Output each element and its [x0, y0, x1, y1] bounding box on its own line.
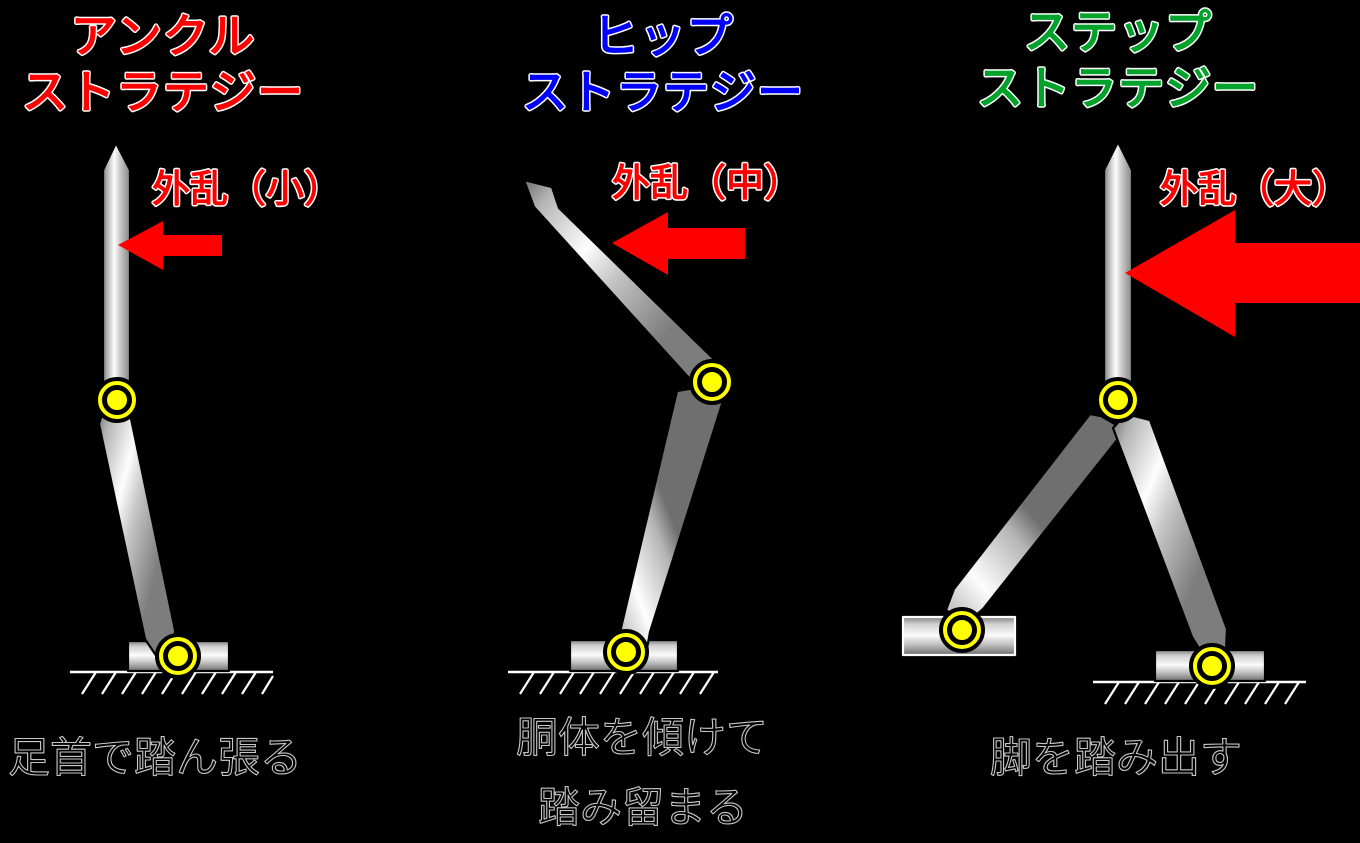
- left-arrow-icon: [118, 221, 222, 270]
- disturbance-label: 外乱（小）: [152, 167, 342, 211]
- torso-link: [522, 178, 729, 397]
- pin-joint-icon: [157, 635, 199, 677]
- shank-link: [97, 402, 178, 659]
- pin-joint-icon: [605, 631, 647, 673]
- panel-title-line: ヒップ: [593, 9, 734, 63]
- pin-joint-icon: [96, 379, 138, 421]
- stepping-leg-link: [944, 412, 1127, 626]
- left-arrow-icon: [1125, 210, 1360, 337]
- panel-caption-line: 脚を踏み出す: [990, 733, 1242, 782]
- panel-title-line: ストラテジー: [977, 61, 1259, 115]
- panel-caption-line: 踏み留まる: [538, 783, 748, 832]
- panel-title-line: ステップ: [1024, 5, 1212, 59]
- pin-joint-icon: [1097, 379, 1139, 421]
- hatched-ground-icon: [508, 670, 718, 695]
- pin-joint-icon: [1191, 645, 1233, 687]
- panel-title-line: ストラテジー: [522, 65, 804, 119]
- pin-joint-icon: [691, 361, 733, 403]
- shank-link: [619, 385, 726, 656]
- support-leg-link: [1111, 412, 1229, 657]
- panel-caption-line: 足首で踏ん張る: [8, 733, 302, 782]
- panel-title-line: アンクル: [71, 9, 256, 63]
- pin-joint-icon: [941, 609, 983, 651]
- panel-hip-strategy: [508, 178, 745, 695]
- left-arrow-icon: [612, 212, 745, 275]
- panel-caption-line: 胴体を傾けて: [516, 713, 768, 762]
- disturbance-label: 外乱（大）: [1160, 167, 1350, 211]
- panel-step-strategy: [901, 140, 1360, 705]
- panel-title-line: ストラテジー: [22, 65, 304, 119]
- torso-link: [101, 141, 132, 402]
- disturbance-label: 外乱（中）: [612, 161, 802, 205]
- panel-ankle-strategy: [70, 141, 274, 695]
